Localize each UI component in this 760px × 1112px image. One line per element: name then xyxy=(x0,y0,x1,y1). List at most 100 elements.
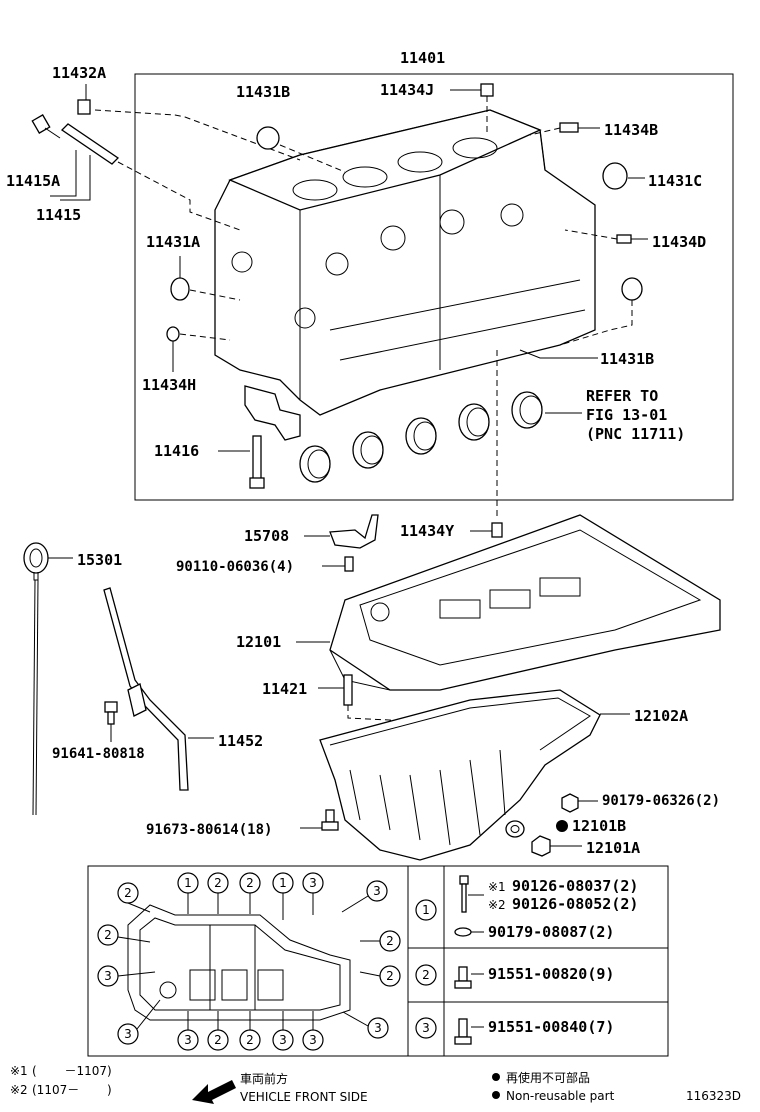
table-row1-part1[interactable]: 90126-08037(2) xyxy=(512,877,638,895)
bolt-11416[interactable] xyxy=(249,435,265,489)
svg-text:2: 2 xyxy=(214,876,222,890)
label-11432A[interactable]: 11432A xyxy=(52,64,106,82)
plug-11431C[interactable] xyxy=(602,162,628,190)
plug-12101A[interactable] xyxy=(531,835,551,857)
dipstick-guide-11452[interactable] xyxy=(103,587,189,791)
nonreuse-legend-dot-2 xyxy=(492,1091,500,1099)
pin-11434Y[interactable] xyxy=(491,522,503,538)
table-row3-part[interactable]: 91551-00840(7) xyxy=(488,1018,614,1036)
svg-text:1: 1 xyxy=(184,876,192,890)
table-bolt-long-icon xyxy=(459,875,469,913)
callout-c6[interactable]: 3 xyxy=(302,872,324,894)
svg-text:2: 2 xyxy=(246,1033,254,1047)
label-15708[interactable]: 15708 xyxy=(244,527,289,545)
label-12101B[interactable]: 12101B xyxy=(572,817,626,835)
label-11415[interactable]: 11415 xyxy=(36,206,81,224)
svg-text:3: 3 xyxy=(309,876,317,890)
label-11401[interactable]: 11401 xyxy=(400,49,445,67)
bolt-90110[interactable] xyxy=(344,556,354,572)
callout-c9[interactable]: 2 xyxy=(379,930,401,952)
oil-pan-12102A[interactable] xyxy=(319,689,601,861)
callout-c12[interactable]: 3 xyxy=(117,1023,139,1045)
refer-line-3[interactable]: (PNC 11711) xyxy=(586,425,685,443)
pin-11434D[interactable] xyxy=(616,234,632,244)
label-12102A[interactable]: 12102A xyxy=(634,707,688,725)
nonreuse-dot-12101B xyxy=(556,820,568,832)
plug-11432A[interactable] xyxy=(77,99,91,115)
label-11452[interactable]: 11452 xyxy=(218,732,263,750)
label-11434H[interactable]: 11434H xyxy=(142,376,196,394)
label-91673[interactable]: 91673-80614(18) xyxy=(146,822,272,838)
nut-90179-06326[interactable] xyxy=(561,793,579,813)
refer-line-1[interactable]: REFER TO xyxy=(586,387,658,405)
table-washer-icon xyxy=(454,927,472,937)
plug-11431B-top[interactable] xyxy=(256,126,280,150)
pin-11434J[interactable] xyxy=(480,83,494,97)
bracket-15708[interactable] xyxy=(329,514,379,549)
table-row1-part3[interactable]: 90179-08087(2) xyxy=(488,923,614,941)
label-11416[interactable]: 11416 xyxy=(154,442,199,460)
pin-11434H[interactable] xyxy=(166,326,180,342)
label-11431B-top[interactable]: 11431B xyxy=(236,83,290,101)
svg-text:1: 1 xyxy=(422,903,430,917)
main-bearings[interactable] xyxy=(299,391,543,483)
svg-text:3: 3 xyxy=(124,1027,132,1041)
label-11431C[interactable]: 11431C xyxy=(648,172,702,190)
callout-c17[interactable]: 3 xyxy=(272,1029,294,1051)
label-12101A[interactable]: 12101A xyxy=(586,839,640,857)
table-row2-num: 2 xyxy=(415,964,437,986)
table-row1-mark2: ※2 xyxy=(488,898,506,912)
oil-pan-12101[interactable] xyxy=(329,514,721,691)
callout-c5[interactable]: 1 xyxy=(272,872,294,894)
plug-11431B-bottom[interactable] xyxy=(621,277,643,301)
pipe-11415[interactable] xyxy=(60,123,120,165)
label-12101[interactable]: 12101 xyxy=(236,633,281,651)
callout-c10[interactable]: 3 xyxy=(97,965,119,987)
bolt-11415A[interactable] xyxy=(31,114,61,139)
label-11431B-bottom[interactable]: 11431B xyxy=(600,350,654,368)
svg-text:2: 2 xyxy=(246,876,254,890)
label-11431A[interactable]: 11431A xyxy=(146,233,200,251)
bolt-91641[interactable] xyxy=(104,701,118,725)
table-row2-part[interactable]: 91551-00820(9) xyxy=(488,965,614,983)
callout-c18[interactable]: 3 xyxy=(302,1029,324,1051)
bolt-91673[interactable] xyxy=(321,809,339,831)
callout-c1[interactable]: 2 xyxy=(117,882,139,904)
gasket-12101B[interactable] xyxy=(505,820,525,838)
label-91641[interactable]: 91641-80818 xyxy=(52,746,145,762)
label-11434Y[interactable]: 11434Y xyxy=(400,522,454,540)
callout-c8[interactable]: 2 xyxy=(97,924,119,946)
stud-11421[interactable] xyxy=(343,674,353,706)
plug-11431A[interactable] xyxy=(170,277,190,301)
label-11421[interactable]: 11421 xyxy=(262,680,307,698)
label-11434D[interactable]: 11434D xyxy=(652,233,706,251)
label-15301[interactable]: 15301 xyxy=(77,551,122,569)
callout-c7[interactable]: 3 xyxy=(366,880,388,902)
callout-c14[interactable]: 3 xyxy=(177,1029,199,1051)
label-11434B[interactable]: 11434B xyxy=(604,121,658,139)
bearing-cap[interactable] xyxy=(244,385,301,441)
label-11434J[interactable]: 11434J xyxy=(380,81,434,99)
svg-text:3: 3 xyxy=(184,1033,192,1047)
svg-text:2: 2 xyxy=(124,886,132,900)
label-90179-06326[interactable]: 90179-06326(2) xyxy=(602,793,720,809)
svg-text:3: 3 xyxy=(373,884,381,898)
svg-text:1: 1 xyxy=(279,876,287,890)
diagram-id: 116323D xyxy=(686,1089,741,1103)
callout-c3[interactable]: 2 xyxy=(207,872,229,894)
block-frame xyxy=(134,73,734,501)
label-90110[interactable]: 90110-06036(4) xyxy=(176,559,294,575)
refer-line-2[interactable]: FIG 13-01 xyxy=(586,406,667,424)
callout-c16[interactable]: 2 xyxy=(239,1029,261,1051)
callout-c13[interactable]: 3 xyxy=(367,1017,389,1039)
table-row1-part2[interactable]: 90126-08052(2) xyxy=(512,895,638,913)
callout-c15[interactable]: 2 xyxy=(207,1029,229,1051)
label-11415A[interactable]: 11415A xyxy=(6,172,60,190)
callout-c4[interactable]: 2 xyxy=(239,872,261,894)
cylinder-block[interactable] xyxy=(214,109,596,416)
svg-text:2: 2 xyxy=(422,968,430,982)
callout-c11[interactable]: 2 xyxy=(379,965,401,987)
callout-c2[interactable]: 1 xyxy=(177,872,199,894)
pin-11434B[interactable] xyxy=(559,122,579,133)
dipstick-15301[interactable] xyxy=(23,542,49,816)
